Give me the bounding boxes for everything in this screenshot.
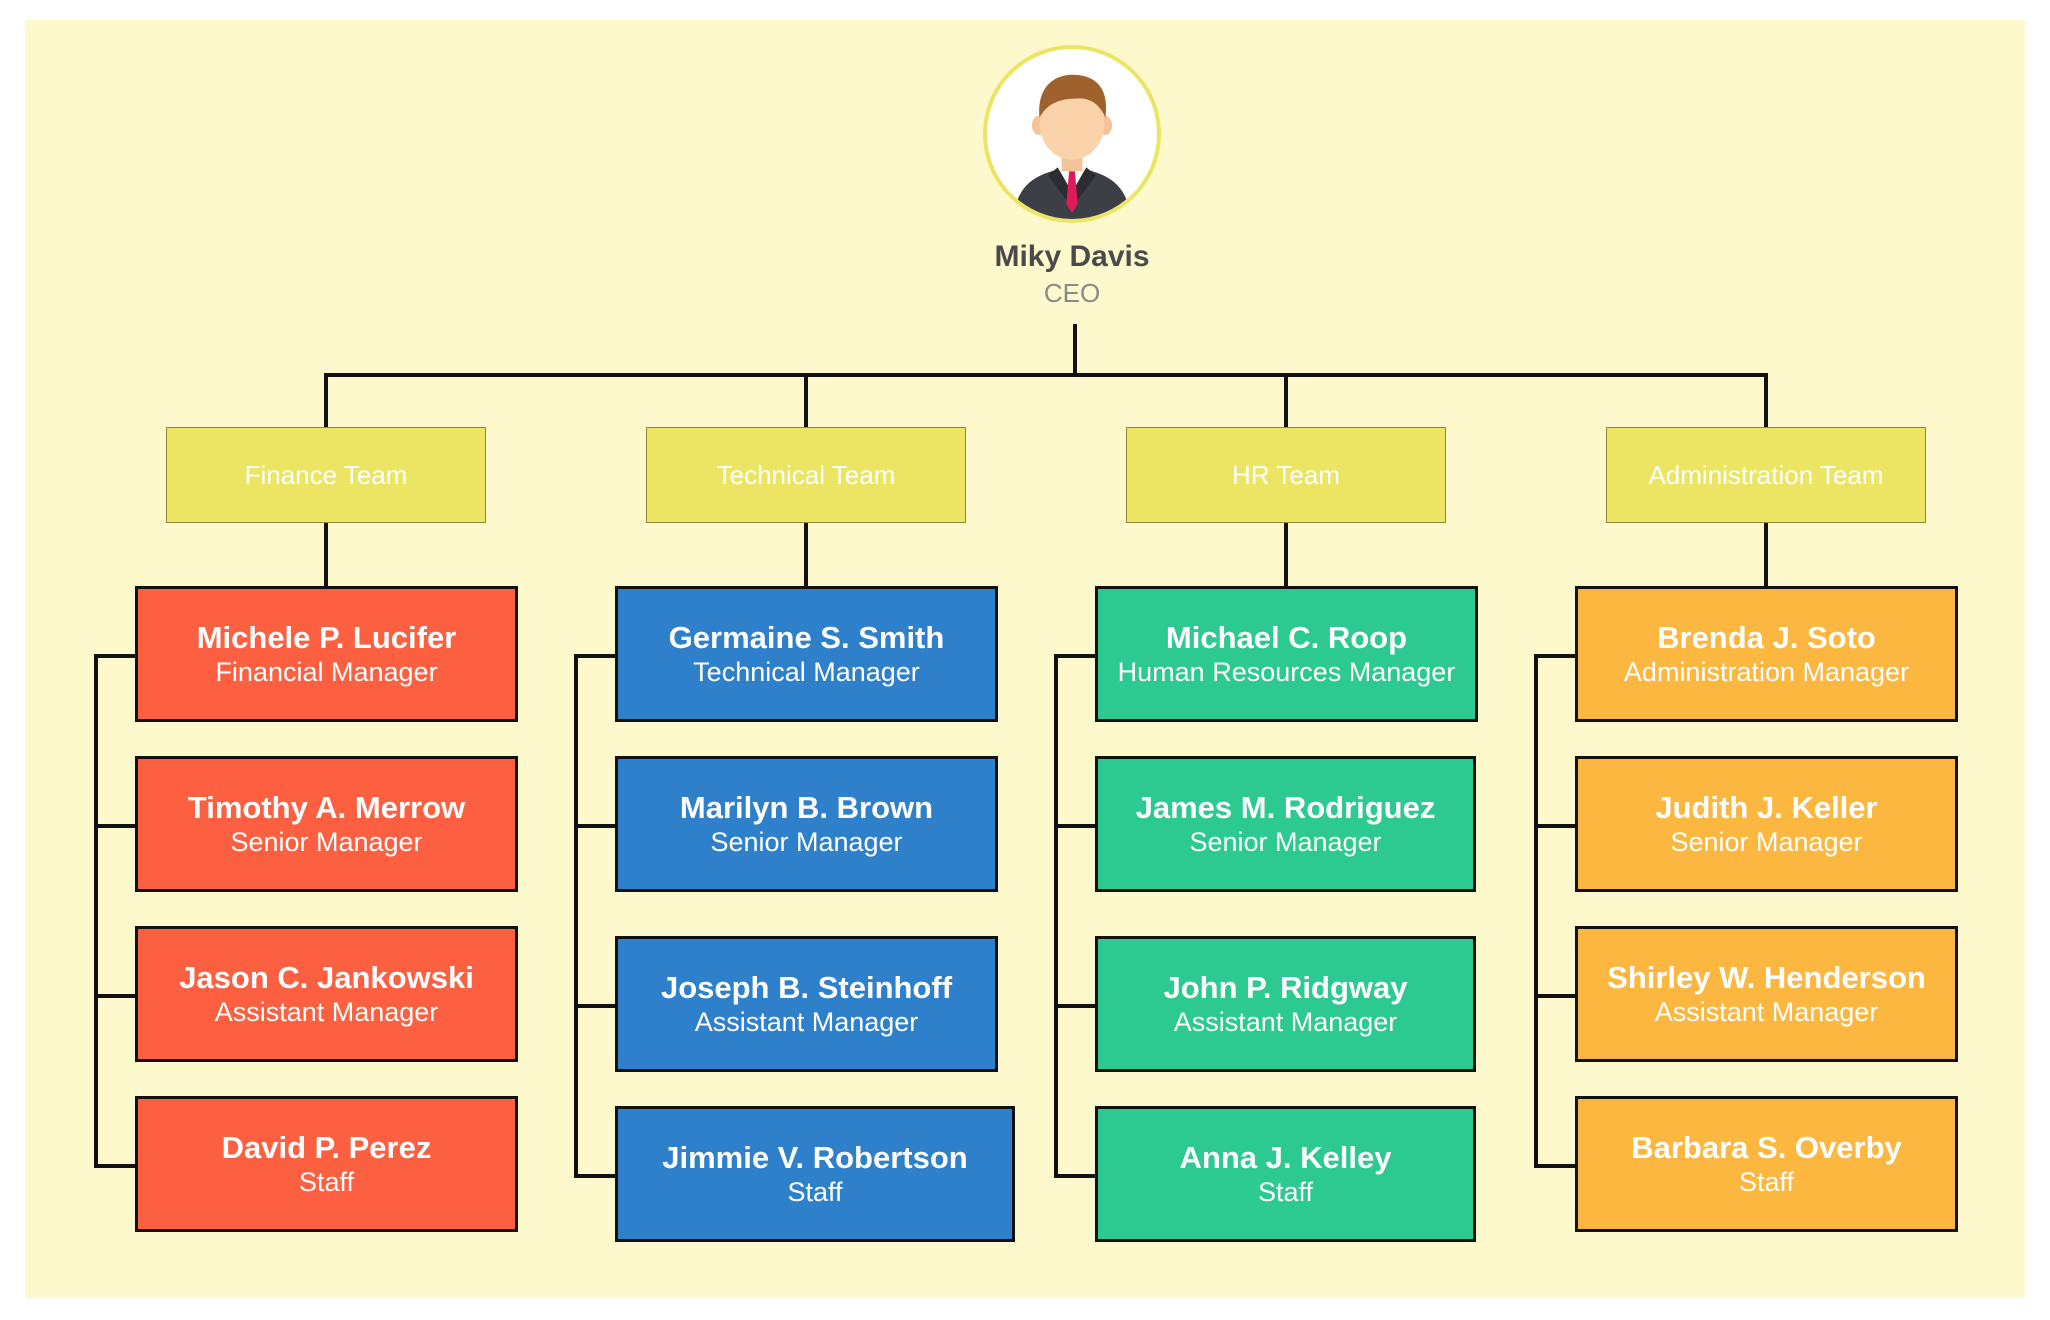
employee-name: Joseph B. Steinhoff [660, 970, 953, 1005]
employee-name: Michael C. Roop [1165, 620, 1408, 655]
team-hr: HR Team [1126, 427, 1446, 523]
employee-name: Anna J. Kelley [1179, 1140, 1392, 1175]
employee-name: Shirley W. Henderson [1607, 960, 1926, 995]
employee-name: David P. Perez [221, 1130, 432, 1165]
employee-title: Human Resources Manager [1117, 657, 1456, 687]
employee-card: James M. Rodriguez Senior Manager [1095, 756, 1476, 892]
employee-name: Barbara S. Overby [1631, 1130, 1902, 1165]
employee-title: Assistant Manager [1173, 1007, 1398, 1037]
employee-card: Timothy A. Merrow Senior Manager [135, 756, 518, 892]
employee-name: Brenda J. Soto [1657, 620, 1876, 655]
employee-title: Technical Manager [693, 657, 920, 687]
employee-card: Marilyn B. Brown Senior Manager [615, 756, 998, 892]
employee-name: Jason C. Jankowski [179, 960, 474, 995]
employee-name: Michele P. Lucifer [196, 620, 457, 655]
employee-title: Financial Manager [215, 657, 438, 687]
employee-name: James M. Rodriguez [1135, 790, 1436, 825]
employee-title: Senior Manager [1189, 827, 1382, 857]
employee-card: David P. Perez Staff [135, 1096, 518, 1232]
employee-name: Germaine S. Smith [668, 620, 945, 655]
employee-title: Administration Manager [1623, 657, 1910, 687]
employee-card: Michele P. Lucifer Financial Manager [135, 586, 518, 722]
employee-name: Marilyn B. Brown [679, 790, 934, 825]
employee-title: Assistant Manager [694, 1007, 919, 1037]
employee-card: Joseph B. Steinhoff Assistant Manager [615, 936, 998, 1072]
employee-title: Senior Manager [710, 827, 903, 857]
employee-card: Jimmie V. Robertson Staff [615, 1106, 1015, 1242]
employee-title: Staff [787, 1177, 843, 1207]
ceo-title: CEO [1043, 278, 1101, 308]
employee-card: Judith J. Keller Senior Manager [1575, 756, 1958, 892]
employee-name: Jimmie V. Robertson [662, 1140, 968, 1175]
employee-name: Judith J. Keller [1655, 790, 1878, 825]
employee-title: Staff [1257, 1177, 1314, 1207]
team-technical: Technical Team [646, 427, 966, 523]
employee-title: Staff [1738, 1167, 1795, 1197]
team-administration: Administration Team [1606, 427, 1926, 523]
employee-name: Timothy A. Merrow [187, 790, 466, 825]
employee-title: Senior Manager [1670, 827, 1863, 857]
employee-title: Assistant Manager [214, 997, 439, 1027]
employee-card: John P. Ridgway Assistant Manager [1095, 936, 1476, 1072]
ceo-name: Miky Davis [994, 240, 1150, 273]
employee-card: Germaine S. Smith Technical Manager [615, 586, 998, 722]
employee-title: Assistant Manager [1654, 997, 1879, 1027]
businessman-avatar-icon [983, 45, 1161, 223]
employee-card: Brenda J. Soto Administration Manager [1575, 586, 1958, 722]
employee-card: Barbara S. Overby Staff [1575, 1096, 1958, 1232]
employee-card: Michael C. Roop Human Resources Manager [1095, 586, 1478, 722]
employee-title: Senior Manager [230, 827, 423, 857]
employee-card: Jason C. Jankowski Assistant Manager [135, 926, 518, 1062]
employee-card: Anna J. Kelley Staff [1095, 1106, 1476, 1242]
employee-name: John P. Ridgway [1163, 970, 1408, 1005]
employee-card: Shirley W. Henderson Assistant Manager [1575, 926, 1958, 1062]
employee-title: Staff [298, 1167, 355, 1197]
team-finance: Finance Team [166, 427, 486, 523]
